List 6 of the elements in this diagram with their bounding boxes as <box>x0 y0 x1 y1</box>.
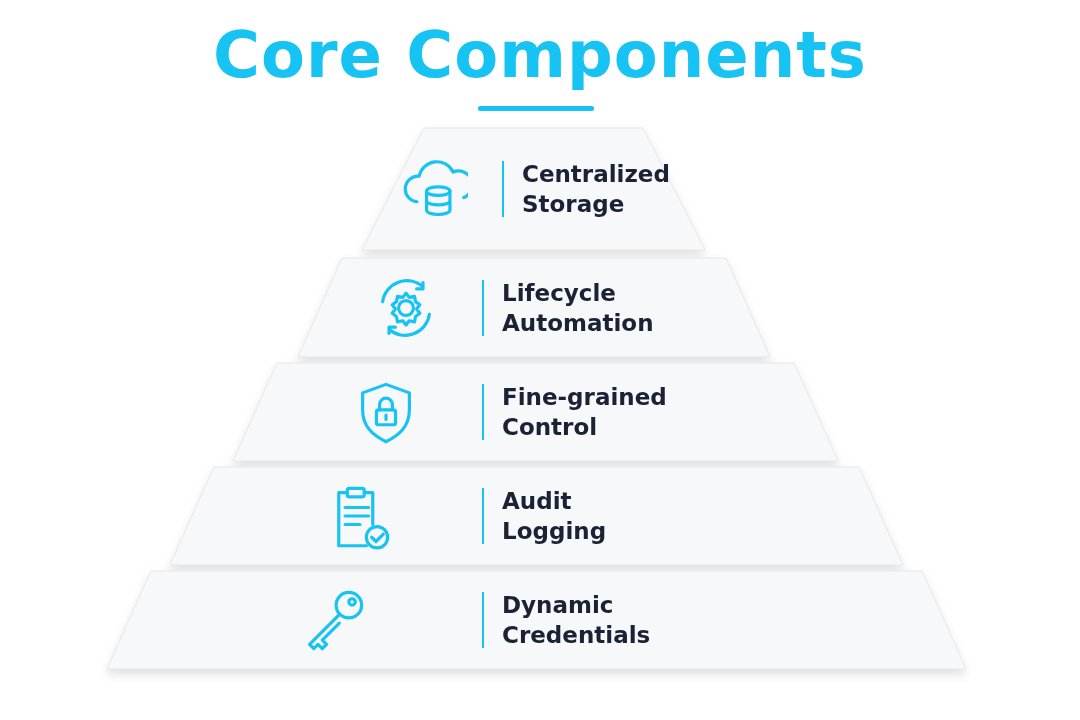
tier-label: Lifecycle Automation <box>502 278 655 338</box>
tier-label: Dynamic Credentials <box>502 591 652 650</box>
tier-label: Centralized Storage <box>522 160 671 219</box>
tier-label: Audit Logging <box>502 487 608 546</box>
tier-label: Fine-grained Control <box>502 383 668 442</box>
title: Core Components <box>212 18 868 92</box>
